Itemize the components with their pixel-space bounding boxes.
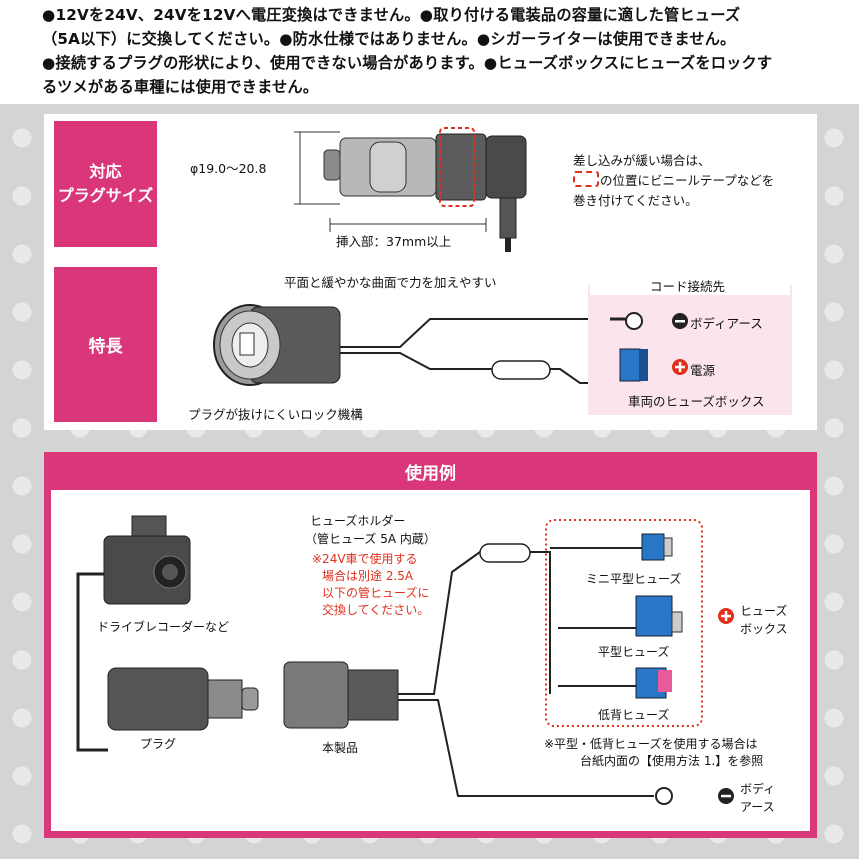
caution-notes: ●12Vを24V、24Vを12Vへ電圧変換はできません。●取り付ける電装品の容量… (0, 0, 859, 104)
fuse-box-line2: ボックス (740, 622, 788, 636)
warning-line2: 場合は別途 2.5A (322, 569, 414, 583)
usage-diagram (76, 515, 734, 805)
plug-size-label-line2: プラグサイズ (57, 186, 154, 205)
body-line1: ボディ (740, 782, 776, 796)
plug-label: プラグ (140, 737, 177, 751)
low-fuse-label: 低背ヒューズ (598, 708, 670, 722)
footnote-line1: ※平型・低背ヒューズを使用する場合は (544, 737, 758, 751)
plug-size-diagram (294, 127, 527, 252)
lock-note: プラグが抜けにくいロック機構 (188, 407, 363, 422)
fuse-box-label: 車両のヒューズボックス (628, 394, 765, 409)
note-line-1: ●12Vを24V、24Vを12Vへ電圧変換はできません。●取り付ける電装品の容量… (42, 6, 741, 24)
tip-line-2: の位置にビニールテープなどを (600, 173, 775, 188)
insert-depth: 挿入部：37mm以上 (336, 234, 452, 249)
fuse-box-line1: ヒューズ (740, 604, 788, 618)
tip-line-1: 差し込みが緩い場合は、 (573, 153, 711, 168)
note-line-2: （5A以下）に交換してください。●防水仕様ではありません。●シガーライターは使用… (42, 30, 736, 48)
flat-fuse-label: 平型ヒューズ (598, 645, 670, 659)
fuse-holder-line2: （管ヒューズ 5A 内蔵） (305, 532, 436, 546)
product-label: 本製品 (322, 741, 359, 755)
dashed-marker-icon (573, 171, 599, 187)
recorder-label: ドライブレコーダーなど (97, 620, 230, 634)
cord-header: コード接続先 (650, 279, 726, 294)
plug-diameter: φ19.0～20.8 (190, 161, 267, 176)
footnote-line2: 台紙内面の【使用方法 1.】を参照 (580, 754, 764, 768)
fuse-holder-line1: ヒューズホルダー (310, 514, 406, 528)
warning-line1: ※24V車で使用する (312, 552, 418, 566)
power-label: 電源 (690, 363, 716, 378)
tip-line-3: 巻き付けてください。 (573, 193, 698, 208)
body-earth-label: ボディアース (690, 316, 763, 331)
features-label: 特長 (54, 267, 157, 422)
usage-panel (44, 452, 817, 838)
grip-note: 平面と緩やかな曲面で力を加えやすい (284, 275, 497, 290)
plug-size-label-line1: 対応 (89, 162, 122, 181)
body-line2: アース (740, 800, 775, 814)
note-line-3: ●接続するプラグの形状により、使用できない場合があります。●ヒューズボックスにヒ… (42, 54, 773, 72)
features-diagram (213, 285, 792, 415)
plug-size-label: 対応 プラグサイズ (54, 121, 157, 247)
warning-line4: 交換してください。 (322, 603, 430, 617)
mini-fuse-label: ミニ平型ヒューズ (586, 572, 682, 586)
usage-title: 使用例 (44, 452, 817, 490)
warning-line3: 以下の管ヒューズに (322, 586, 430, 600)
note-line-4: るツメがある車種には使用できません。 (42, 78, 319, 96)
